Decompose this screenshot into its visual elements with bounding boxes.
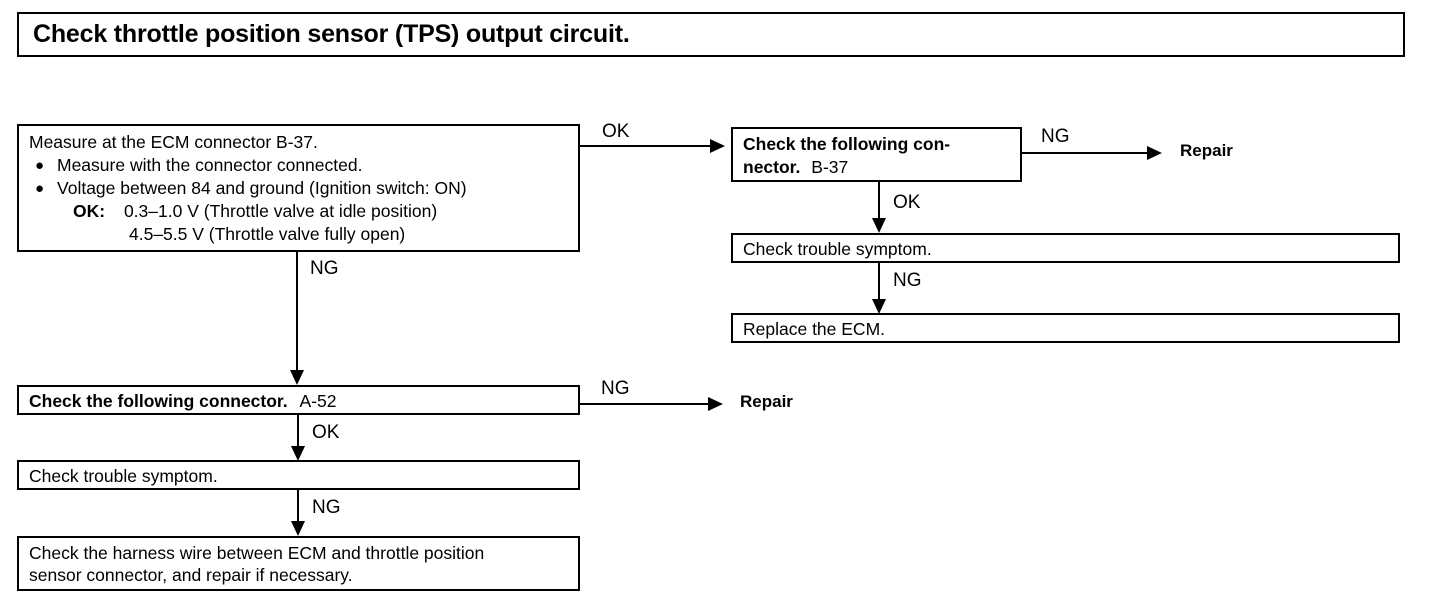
- connector-b37-code: B-37: [811, 157, 849, 177]
- edge-label-measure-ng: NG: [310, 258, 339, 279]
- step-box-measure-ecm-connector: Measure at the ECM connector B-37. ● Mea…: [17, 124, 580, 252]
- edge-b37-to-symptom-line: [878, 182, 880, 220]
- measure-ok-row-2: 4.5–5.5 V (Throttle valve fully open): [29, 223, 570, 246]
- edge-b37-to-repair-arrowhead: [1147, 146, 1162, 160]
- measure-ok-label: OK:: [73, 201, 106, 221]
- connector-a52-label: Check the following connector.: [29, 391, 288, 411]
- measure-box-content: Measure at the ECM connector B-37. ● Mea…: [19, 126, 578, 250]
- terminal-repair-bottom: Repair: [740, 392, 793, 411]
- edge-label-a52-ng: NG: [601, 378, 630, 399]
- connector-b37-line-2: nector. B-37: [743, 156, 1012, 179]
- measure-ok-value-2: 4.5–5.5 V (Throttle valve fully open): [129, 224, 406, 244]
- edge-a52-to-symptom-line: [297, 415, 299, 448]
- edge-symptom-left-to-harness-arrowhead: [291, 521, 305, 536]
- connector-a52-code: A-52: [299, 391, 337, 411]
- page-title: Check throttle position sensor (TPS) out…: [33, 20, 630, 48]
- harness-line-1: Check the harness wire between ECM and t…: [29, 543, 485, 563]
- connector-a52-content: Check the following connector. A-52: [19, 387, 578, 416]
- edge-label-b37-ng: NG: [1041, 126, 1070, 147]
- symptom-right-content: Check trouble symptom.: [733, 235, 1398, 264]
- edge-b37-to-repair-line: [1022, 152, 1147, 154]
- step-box-check-harness-wire: Check the harness wire between ECM and t…: [17, 536, 580, 591]
- measure-bullet-2: ● Voltage between 84 and ground (Ignitio…: [29, 177, 570, 200]
- edge-measure-to-b37-line: [580, 145, 710, 147]
- bullet-icon: ●: [35, 180, 45, 197]
- step-box-replace-ecm: Replace the ECM.: [731, 313, 1400, 343]
- edge-measure-to-a52-arrowhead: [290, 370, 304, 385]
- measure-heading: Measure at the ECM connector B-37.: [29, 132, 318, 152]
- edge-label-b37-ok: OK: [893, 192, 921, 213]
- measure-bullet-1: ● Measure with the connector connected.: [29, 154, 570, 177]
- edge-label-symptom-left-ng: NG: [312, 497, 341, 518]
- harness-content: Check the harness wire between ECM and t…: [19, 538, 578, 590]
- edge-label-symptom-right-ng: NG: [893, 270, 922, 291]
- step-box-check-connector-a52: Check the following connector. A-52: [17, 385, 580, 415]
- connector-b37-label: nector.: [743, 157, 801, 177]
- symptom-left-content: Check trouble symptom.: [19, 462, 578, 491]
- edge-label-a52-ok: OK: [312, 422, 340, 443]
- terminal-repair-top: Repair: [1180, 141, 1233, 160]
- symptom-right-text: Check trouble symptom.: [743, 239, 932, 259]
- measure-ok-value-1: 0.3–1.0 V (Throttle valve at idle positi…: [123, 201, 438, 221]
- step-box-check-trouble-symptom-left: Check trouble symptom.: [17, 460, 580, 490]
- edge-symptom-to-replace-arrowhead: [872, 299, 886, 314]
- measure-bullet-2-text: Voltage between 84 and ground (Ignition …: [57, 178, 467, 198]
- harness-line-2: sensor connector, and repair if necessar…: [29, 565, 353, 585]
- edge-symptom-to-replace-line: [878, 263, 880, 301]
- edge-symptom-left-to-harness-line: [297, 490, 299, 523]
- edge-a52-to-repair-arrowhead: [708, 397, 723, 411]
- measure-ok-row-1: OK: 0.3–1.0 V (Throttle valve at idle po…: [29, 200, 570, 223]
- edge-measure-to-a52-line: [296, 252, 298, 372]
- step-box-check-trouble-symptom-right: Check trouble symptom.: [731, 233, 1400, 263]
- edge-a52-to-repair-line: [580, 403, 708, 405]
- replace-ecm-content: Replace the ECM.: [733, 315, 1398, 344]
- symptom-left-text: Check trouble symptom.: [29, 466, 218, 486]
- replace-ecm-text: Replace the ECM.: [743, 319, 886, 339]
- edge-measure-to-b37-arrowhead: [710, 139, 725, 153]
- measure-bullet-1-text: Measure with the connector connected.: [57, 155, 363, 175]
- bullet-icon: ●: [35, 157, 45, 174]
- connector-b37-line-1: Check the following con-: [743, 134, 951, 154]
- connector-b37-content: Check the following con- nector. B-37: [733, 129, 1020, 183]
- connector-a52-line: Check the following connector. A-52: [29, 390, 570, 412]
- edge-b37-to-symptom-arrowhead: [872, 218, 886, 233]
- step-box-check-connector-b37: Check the following con- nector. B-37: [731, 127, 1022, 182]
- title-banner: Check throttle position sensor (TPS) out…: [17, 12, 1405, 57]
- edge-a52-to-symptom-arrowhead: [291, 446, 305, 461]
- edge-label-measure-ok: OK: [602, 121, 630, 142]
